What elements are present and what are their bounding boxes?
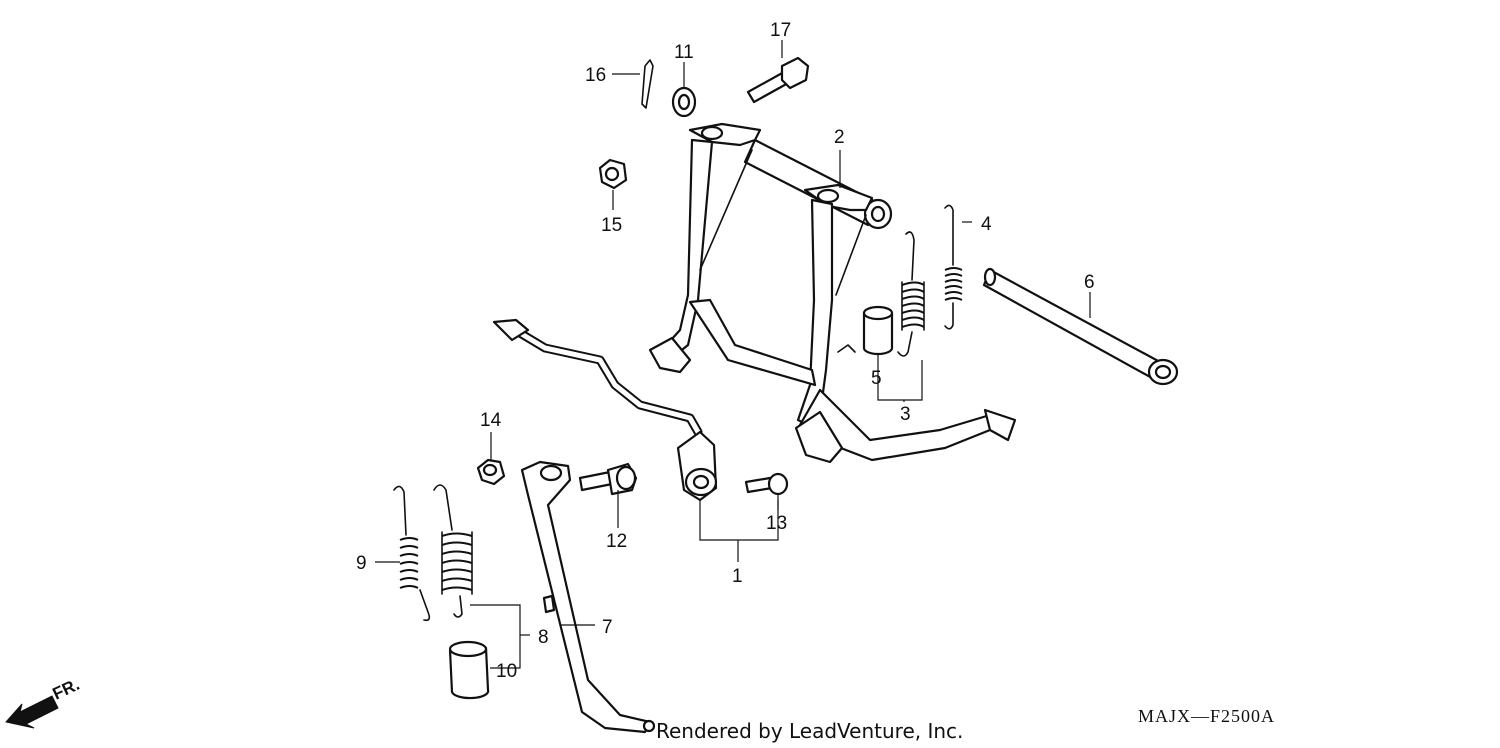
callout-14: 14 <box>480 410 502 431</box>
callout-15: 15 <box>601 215 622 236</box>
pivot-shaft-6[interactable] <box>982 267 1179 386</box>
spring-8[interactable] <box>433 484 473 618</box>
bolt-12[interactable] <box>578 462 638 496</box>
arrow-icon <box>5 695 59 729</box>
callout-17: 17 <box>770 20 791 41</box>
direction-label: FR. <box>50 675 83 704</box>
callout-1: 1 <box>732 566 743 587</box>
leader-lines <box>375 40 1091 669</box>
cotter-pin-16[interactable] <box>641 59 654 109</box>
spring-9[interactable] <box>393 485 431 622</box>
main-stand[interactable] <box>648 122 1017 464</box>
callout-7: 7 <box>602 617 613 638</box>
nut-14[interactable] <box>476 458 506 486</box>
side-stand-switch-1[interactable] <box>492 318 718 502</box>
collar-5[interactable] <box>862 305 894 356</box>
callout-5: 5 <box>871 368 882 389</box>
callout-2: 2 <box>834 127 845 148</box>
callout-11: 11 <box>674 42 694 63</box>
side-stand-7[interactable] <box>520 460 656 734</box>
callout-12: 12 <box>606 531 627 552</box>
nut-15[interactable] <box>598 158 628 190</box>
callout-16: 16 <box>585 65 606 86</box>
callout-6: 6 <box>1084 272 1095 293</box>
spring-3[interactable] <box>897 231 925 357</box>
callout-8: 8 <box>538 627 549 648</box>
collar-10[interactable] <box>448 640 490 700</box>
callout-4: 4 <box>981 214 992 235</box>
callout-9: 9 <box>356 553 367 574</box>
callout-10: 10 <box>496 661 517 682</box>
callout-labels: 1 2 3 4 5 6 7 8 9 10 11 12 13 14 15 16 1… <box>356 20 1095 682</box>
callout-3: 3 <box>900 404 911 425</box>
spring-4[interactable] <box>944 204 963 330</box>
washer-11[interactable] <box>671 86 697 118</box>
front-direction-arrow: FR. <box>5 675 83 729</box>
credit-text: Rendered by LeadVenture, Inc. <box>656 719 963 743</box>
callout-13: 13 <box>766 513 787 534</box>
bolt-17[interactable] <box>746 56 810 104</box>
diagram-code: MAJX—F2500A <box>1138 706 1275 726</box>
bolt-13[interactable] <box>744 472 789 496</box>
